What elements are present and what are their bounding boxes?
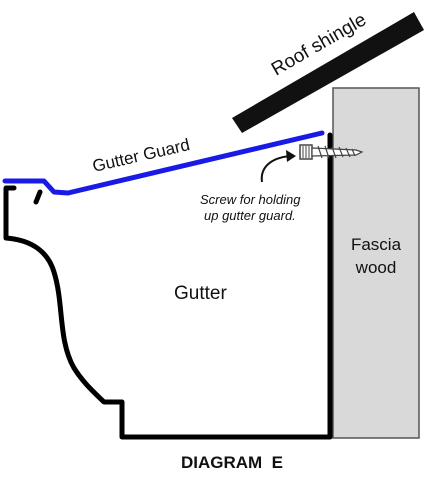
fascia-board [332,87,420,439]
gutter-label: Gutter [174,283,227,304]
fascia-label-line1: Fascia [351,235,402,254]
screw-label-line2: up gutter guard. [204,208,296,223]
gutter-outline [3,132,333,440]
screw-label-line1: Screw for holding [200,192,301,207]
diagram-title: DIAGRAM E [181,453,283,472]
roof-shingle [232,12,424,133]
screw-pointer-arrow [260,150,296,183]
fascia-label-line2: wood [355,258,397,277]
gutter-guard [2,130,325,196]
screw-icon [299,144,364,160]
